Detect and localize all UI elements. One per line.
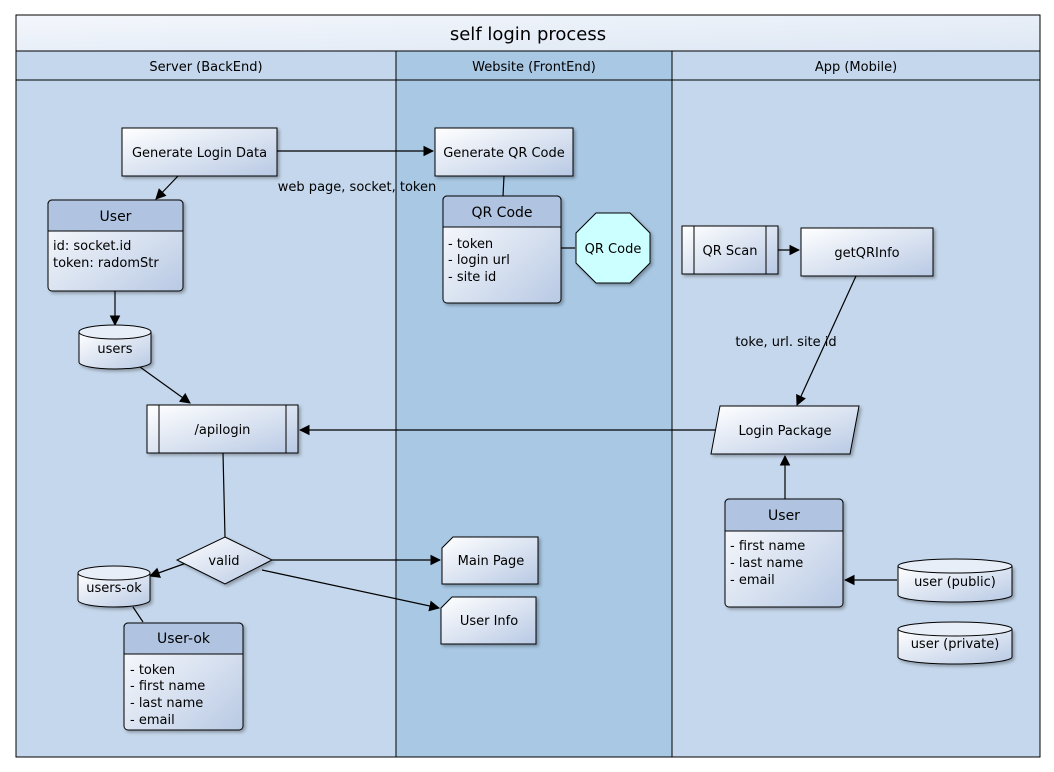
node-qr-code-class-title: QR Code bbox=[471, 205, 532, 221]
node-users-ok-db[interactable]: users-ok bbox=[77, 565, 151, 608]
node-generate-login-data[interactable]: Generate Login Data bbox=[121, 127, 278, 177]
node-users-ok-db-label: users-ok bbox=[86, 581, 142, 596]
node-qr-scan[interactable]: QR Scan bbox=[681, 225, 779, 275]
node-server-user[interactable]: User id: socket.id token: radomStr bbox=[47, 199, 184, 292]
edge-apilogin-to-valid bbox=[222, 452, 226, 538]
node-app-user-line-3: - email bbox=[730, 573, 775, 588]
node-qr-code-class[interactable]: QR Code - token - login url - site id bbox=[442, 195, 562, 304]
node-user-private-db-label: user (private) bbox=[911, 637, 1000, 652]
pool-title: self login process bbox=[450, 24, 606, 45]
node-apilogin-label: /apilogin bbox=[195, 423, 251, 438]
node-valid-label: valid bbox=[208, 554, 239, 569]
lane-app-label: App (Mobile) bbox=[815, 60, 897, 75]
node-server-user-line-2: token: radomStr bbox=[53, 256, 159, 271]
node-qr-code-class-line-3: - site id bbox=[448, 270, 496, 285]
edge-users-to-apilogin bbox=[139, 366, 191, 404]
edge-label-qrinfo-to-package: toke, url. site id bbox=[735, 335, 836, 350]
node-server-user-title: User bbox=[100, 209, 132, 225]
node-user-info-label: User Info bbox=[460, 614, 518, 629]
node-generate-qr-code-label: Generate QR Code bbox=[443, 146, 565, 161]
edge-usersok-to-userok bbox=[132, 606, 144, 623]
node-main-page[interactable]: Main Page bbox=[441, 536, 539, 585]
node-user-ok-line-4: - email bbox=[130, 713, 175, 728]
node-user-ok-line-1: - token bbox=[130, 663, 175, 678]
node-main-page-label: Main Page bbox=[458, 554, 525, 569]
edge-login-to-user bbox=[155, 175, 179, 200]
node-user-private-db[interactable]: user (private) bbox=[897, 621, 1013, 665]
lane-website-header bbox=[395, 50, 673, 81]
node-app-user-line-1: - first name bbox=[730, 539, 805, 554]
node-users-db-label: users bbox=[97, 342, 132, 357]
edge-label-login-to-qr: web page, socket, token bbox=[278, 180, 436, 195]
node-get-qr-info-label: getQRInfo bbox=[834, 246, 899, 261]
node-generate-login-data-label: Generate Login Data bbox=[132, 146, 267, 161]
node-app-user[interactable]: User - first name - last name - email bbox=[724, 498, 844, 608]
node-user-ok-line-2: - first name bbox=[130, 679, 205, 694]
node-apilogin[interactable]: /apilogin bbox=[146, 404, 299, 454]
node-generate-qr-code[interactable]: Generate QR Code bbox=[434, 127, 574, 177]
node-app-user-line-2: - last name bbox=[730, 556, 803, 571]
lane-server-label: Server (BackEnd) bbox=[149, 60, 262, 75]
node-qr-scan-label: QR Scan bbox=[702, 244, 757, 259]
edges bbox=[109, 145, 897, 623]
node-qr-code-class-line-2: - login url bbox=[448, 253, 510, 268]
node-valid[interactable]: valid bbox=[175, 536, 274, 585]
node-user-ok-line-3: - last name bbox=[130, 696, 203, 711]
node-qr-code-octagon[interactable]: QR Code bbox=[575, 212, 651, 284]
node-users-db[interactable]: users bbox=[78, 324, 152, 370]
lane-website-label: Website (FrontEnd) bbox=[472, 60, 596, 75]
node-user-public-db[interactable]: user (public) bbox=[897, 558, 1013, 603]
lane-app-header bbox=[671, 50, 1041, 81]
edge-valid-to-userinfo bbox=[261, 569, 441, 612]
lane-server-header bbox=[15, 50, 397, 81]
node-server-user-line-1: id: socket.id bbox=[53, 239, 131, 254]
edge-qrinfo-to-package bbox=[796, 275, 857, 406]
node-user-ok-title: User-ok bbox=[157, 631, 211, 647]
node-get-qr-info[interactable]: getQRInfo bbox=[800, 227, 934, 277]
node-user-public-db-label: user (public) bbox=[914, 575, 996, 590]
edge-qrgen-to-class bbox=[502, 175, 505, 197]
node-qr-code-octagon-label: QR Code bbox=[585, 242, 642, 257]
node-login-package-label: Login Package bbox=[738, 424, 831, 439]
node-user-info[interactable]: User Info bbox=[440, 596, 537, 645]
node-user-ok[interactable]: User-ok - token - first name - last name… bbox=[123, 622, 244, 731]
node-login-package[interactable]: Login Package bbox=[710, 405, 860, 455]
node-app-user-title: User bbox=[768, 508, 800, 524]
pool-title-bar bbox=[15, 14, 1041, 52]
node-qr-code-class-line-1: - token bbox=[448, 237, 493, 252]
